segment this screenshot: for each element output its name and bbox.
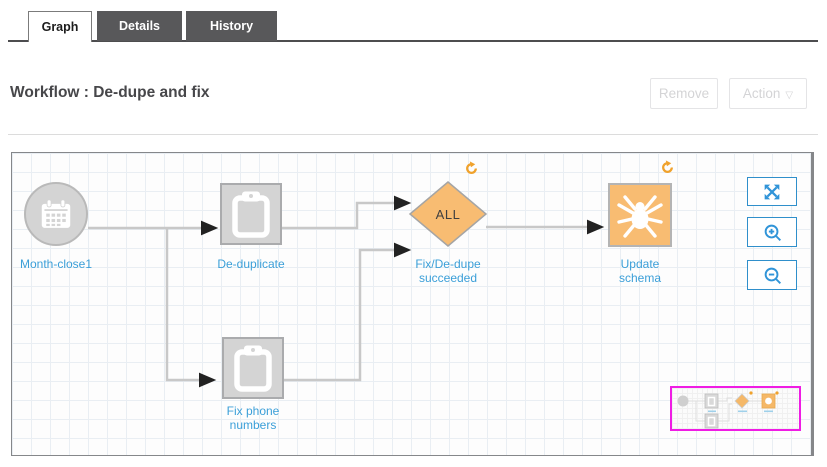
calendar-icon: [41, 198, 71, 228]
recurrence-icon: [660, 160, 675, 175]
diamond-shape: [408, 181, 488, 247]
tabbar-underline: [8, 40, 818, 42]
remove-button[interactable]: Remove: [650, 78, 718, 109]
zoom-out-icon: [764, 267, 781, 284]
header-divider: [8, 134, 818, 135]
zoom-out-button[interactable]: [747, 260, 797, 290]
clipboard-icon: [232, 191, 270, 238]
page-title: Workflow : De-dupe and fix: [10, 84, 210, 101]
node-label-fix-phone-numbers[interactable]: Fix phone numbers: [226, 404, 280, 433]
node-update-schema[interactable]: [608, 183, 672, 247]
expand-icon: [764, 184, 780, 199]
minimap-preview: [677, 391, 779, 429]
fit-to-screen-button[interactable]: [747, 177, 797, 206]
node-de-duplicate[interactable]: [220, 183, 282, 245]
zoom-in-button[interactable]: [747, 217, 797, 247]
workflow-canvas[interactable]: ALL: [11, 152, 814, 456]
diamond-all-text: ALL: [435, 206, 461, 222]
action-button[interactable]: Action ▽: [729, 78, 807, 109]
zoom-in-icon: [764, 224, 781, 241]
node-label-update-schema[interactable]: Update schema: [618, 257, 662, 286]
chevron-down-icon: ▽: [785, 90, 794, 101]
tab-history[interactable]: History: [186, 11, 277, 41]
node-month-close1[interactable]: [24, 182, 88, 246]
node-fix-dedupe-succeeded[interactable]: ALL: [406, 178, 490, 250]
node-label-month-close1[interactable]: Month-close1: [19, 257, 93, 271]
node-label-de-duplicate[interactable]: De-duplicate: [217, 257, 285, 271]
spider-icon: [617, 195, 663, 238]
tab-details[interactable]: Details: [97, 11, 182, 41]
node-fix-phone-numbers[interactable]: [222, 337, 284, 399]
node-label-fix-dedupe-succeeded[interactable]: Fix/De-dupe succeeded: [415, 257, 481, 286]
recurrence-icon: [464, 161, 479, 176]
clipboard-icon: [234, 345, 272, 392]
tab-graph[interactable]: Graph: [28, 11, 92, 42]
workflow-edges: [88, 195, 605, 388]
minimap[interactable]: [670, 386, 801, 431]
action-button-label: Action: [742, 86, 781, 101]
